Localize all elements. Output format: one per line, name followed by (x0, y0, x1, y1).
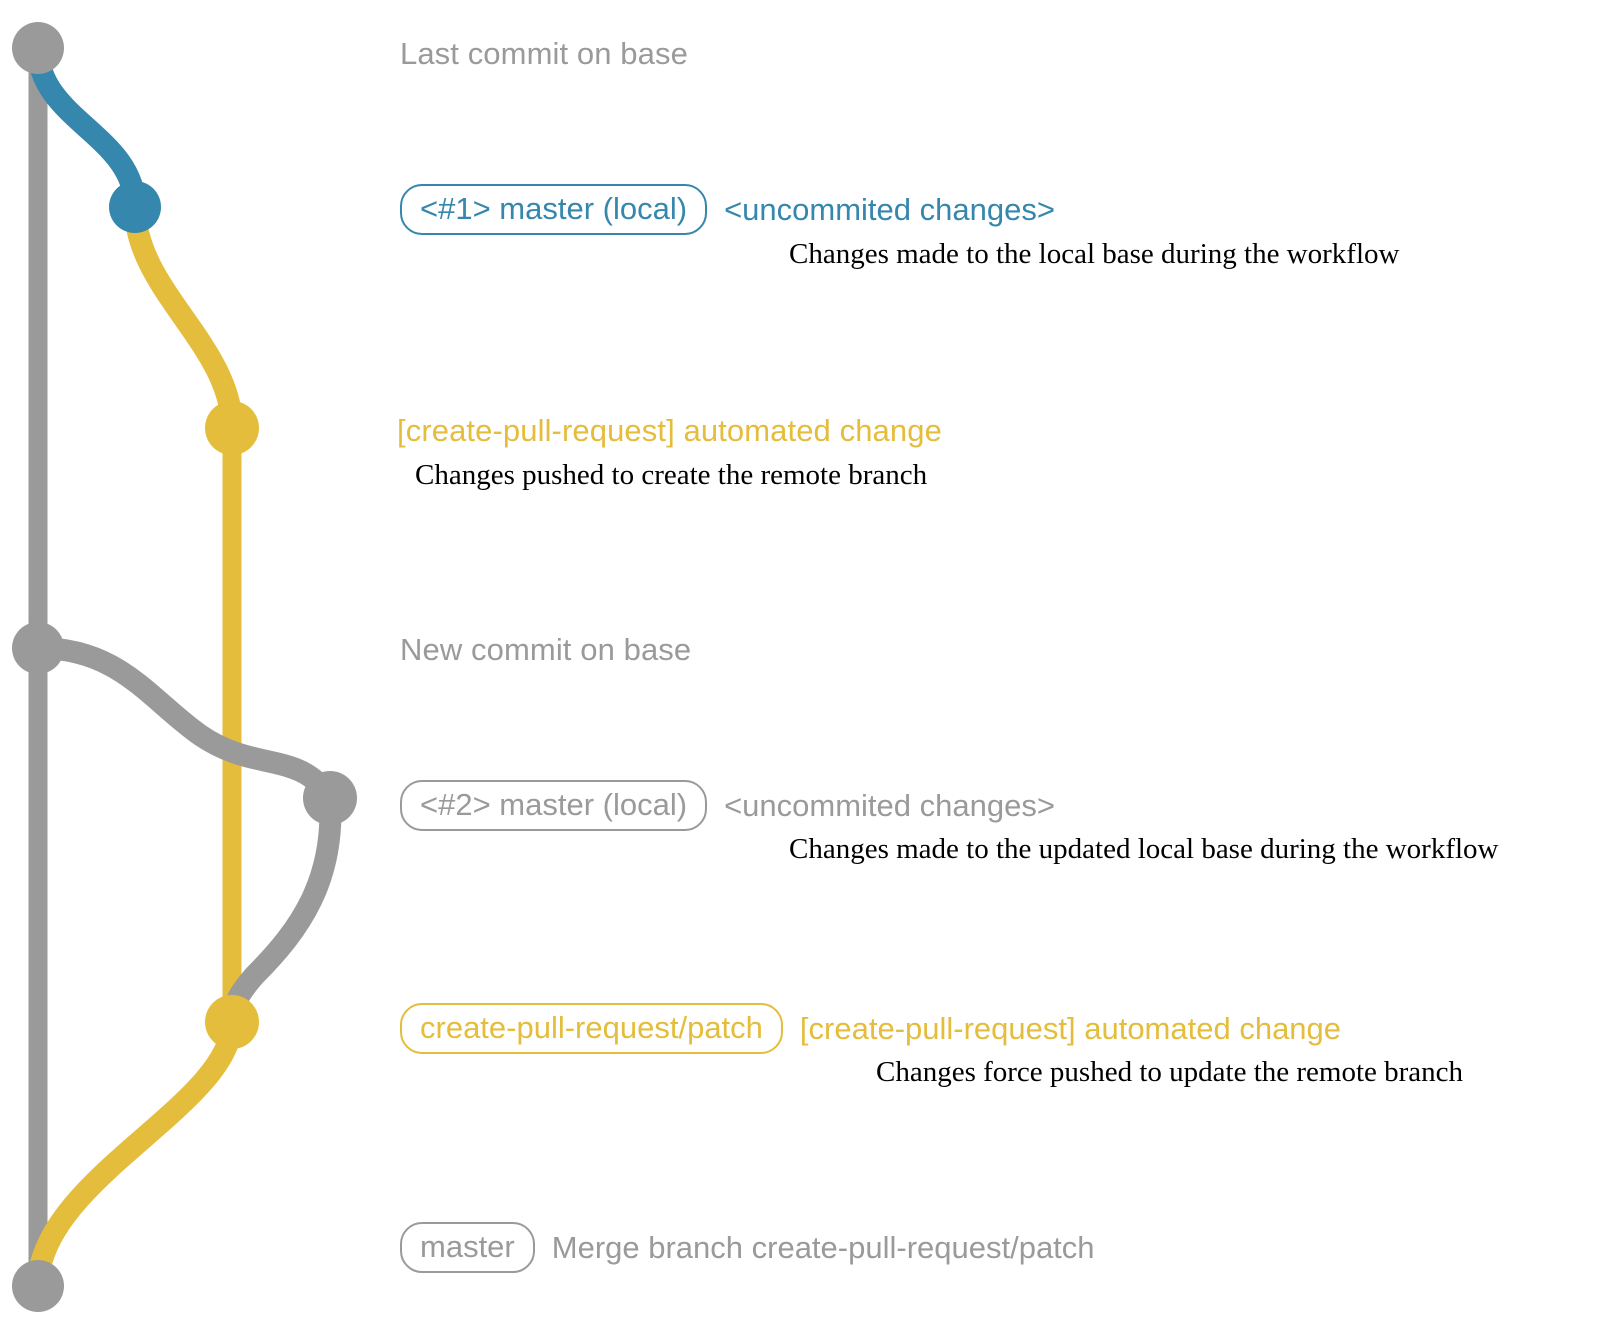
node-merge-commit-master[interactable] (12, 1260, 64, 1312)
rebase-branch-line-out (27, 637, 341, 809)
node-master-local-2[interactable] (303, 771, 357, 825)
commit-row-automated-change-2: create-pull-request/patch [create-pull-r… (400, 1003, 1341, 1054)
commit-row-master-local-2: <#2> master (local) <uncommited changes> (400, 780, 1055, 831)
commit-subject: New commit on base (400, 632, 692, 667)
ref-badge-master[interactable]: master (400, 1222, 535, 1273)
commit-row-new-commit-on-base: New commit on base (400, 632, 691, 668)
commit-subject: [create-pull-request] automated change (397, 413, 942, 448)
ref-badge-master-local-2[interactable]: <#2> master (local) (400, 780, 708, 831)
node-automated-change-2[interactable] (205, 995, 259, 1049)
node-master-local-1[interactable] (109, 181, 161, 233)
merge-line (27, 1011, 243, 1297)
commit-row-last-commit-on-base: Last commit on base (400, 36, 688, 72)
ref-badge-create-pull-request-patch[interactable]: create-pull-request/patch (400, 1003, 783, 1054)
patch-branch-line-1 (124, 196, 243, 439)
commit-description-automated-change-2: Changes force pushed to update the remot… (876, 1056, 1464, 1088)
commit-row-master-local-1: <#1> master (local) <uncommited changes> (400, 184, 1055, 235)
commit-description-master-local-2: Changes made to the updated local base d… (789, 833, 1499, 865)
node-new-commit-on-base[interactable] (12, 622, 64, 674)
commit-subject: Merge branch create-pull-request/patch (551, 1229, 1095, 1265)
commit-subject: [create-pull-request] automated change (799, 1010, 1342, 1046)
commit-description-master-local-1: Changes made to the local base during th… (789, 238, 1400, 270)
ref-badge-master-local-1[interactable]: <#1> master (local) (400, 184, 708, 235)
commit-description-automated-change-1: Changes pushed to create the remote bran… (415, 459, 928, 491)
commit-row-automated-change-1: [create-pull-request] automated change (397, 413, 942, 449)
git-graph (12, 22, 357, 1312)
node-automated-change-1[interactable] (205, 401, 259, 455)
commit-row-merge-commit-master: master Merge branch create-pull-request/… (400, 1222, 1095, 1273)
commit-subject: Last commit on base (400, 36, 688, 71)
commit-subject: <uncommited changes> (724, 191, 1055, 227)
commit-subject: <uncommited changes> (724, 787, 1055, 823)
local-branch-line-1 (27, 37, 146, 218)
rebase-branch-line-in (221, 787, 342, 1033)
node-last-commit-on-base[interactable] (12, 22, 64, 74)
